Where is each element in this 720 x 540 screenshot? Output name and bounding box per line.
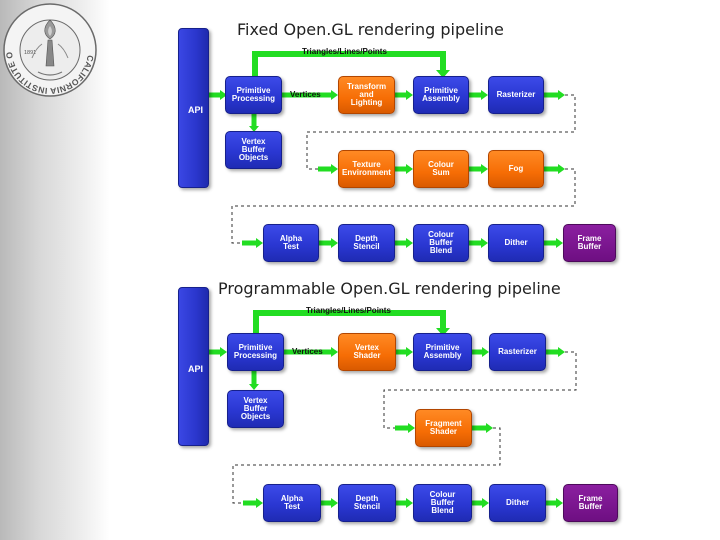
fixed-rasterizer-block: Rasterizer <box>488 76 544 114</box>
programmable-depth-stencil-block: Depth Stencil <box>338 484 396 522</box>
programmable-api-label: API <box>188 364 204 374</box>
programmable-vertex-buffer-objects-block: Vertex Buffer Objects <box>227 390 284 428</box>
fixed-api-block: API <box>178 28 209 188</box>
primitives-bypass-arrow <box>252 51 446 76</box>
fixed-depth-stencil-block: Depth Stencil <box>338 224 395 262</box>
programmable-api-block: API <box>178 287 209 446</box>
fixed-texture-environment-block: Texture Environment <box>338 150 395 188</box>
fixed-primitive-assembly-block: Primitive Assembly <box>413 76 469 114</box>
svg-text:1891: 1891 <box>24 50 36 56</box>
fixed-api-label: API <box>188 105 204 115</box>
fixed-fog-block: Fog <box>488 150 544 188</box>
programmable-pipeline-title: Programmable Open.GL rendering pipeline <box>218 279 561 298</box>
programmable-primitives-label: Triangles/Lines/Points <box>306 306 391 315</box>
fixed-vertex-buffer-objects-block: Vertex Buffer Objects <box>225 131 282 169</box>
programmable-primitive-processing-block: Primitive Processing <box>227 333 284 371</box>
fixed-pipeline-title: Fixed Open.GL rendering pipeline <box>237 20 504 39</box>
primitives-bypass-arrow-programmable <box>253 310 446 333</box>
programmable-frame-buffer-block: Frame Buffer <box>563 484 618 522</box>
programmable-primitive-assembly-block: Primitive Assembly <box>413 333 472 371</box>
fixed-colour-sum-block: Colour Sum <box>413 150 469 188</box>
fixed-primitives-label: Triangles/Lines/Points <box>302 47 387 56</box>
fixed-colour-buffer-blend-block: Colour Buffer Blend <box>413 224 469 262</box>
fixed-transform-lighting-block: Transform and Lighting <box>338 76 395 114</box>
fixed-primitive-processing-block: Primitive Processing <box>225 76 282 114</box>
caltech-seal-logo: CALIFORNIA INSTITUTE OF TECHNOLOGY 1891 <box>2 2 97 97</box>
fixed-dither-block: Dither <box>488 224 544 262</box>
programmable-fragment-shader-block: Fragment Shader <box>415 409 472 447</box>
programmable-rasterizer-block: Rasterizer <box>489 333 546 371</box>
programmable-colour-buffer-blend-block: Colour Buffer Blend <box>413 484 472 522</box>
programmable-vertex-shader-block: Vertex Shader <box>338 333 396 371</box>
fixed-frame-buffer-block: Frame Buffer <box>563 224 616 262</box>
programmable-alpha-test-block: Alpha Test <box>263 484 321 522</box>
fixed-alpha-test-block: Alpha Test <box>263 224 319 262</box>
programmable-vertices-label: Vertices <box>292 347 323 356</box>
fixed-vertices-label: Vertices <box>290 90 321 99</box>
programmable-dither-block: Dither <box>489 484 546 522</box>
